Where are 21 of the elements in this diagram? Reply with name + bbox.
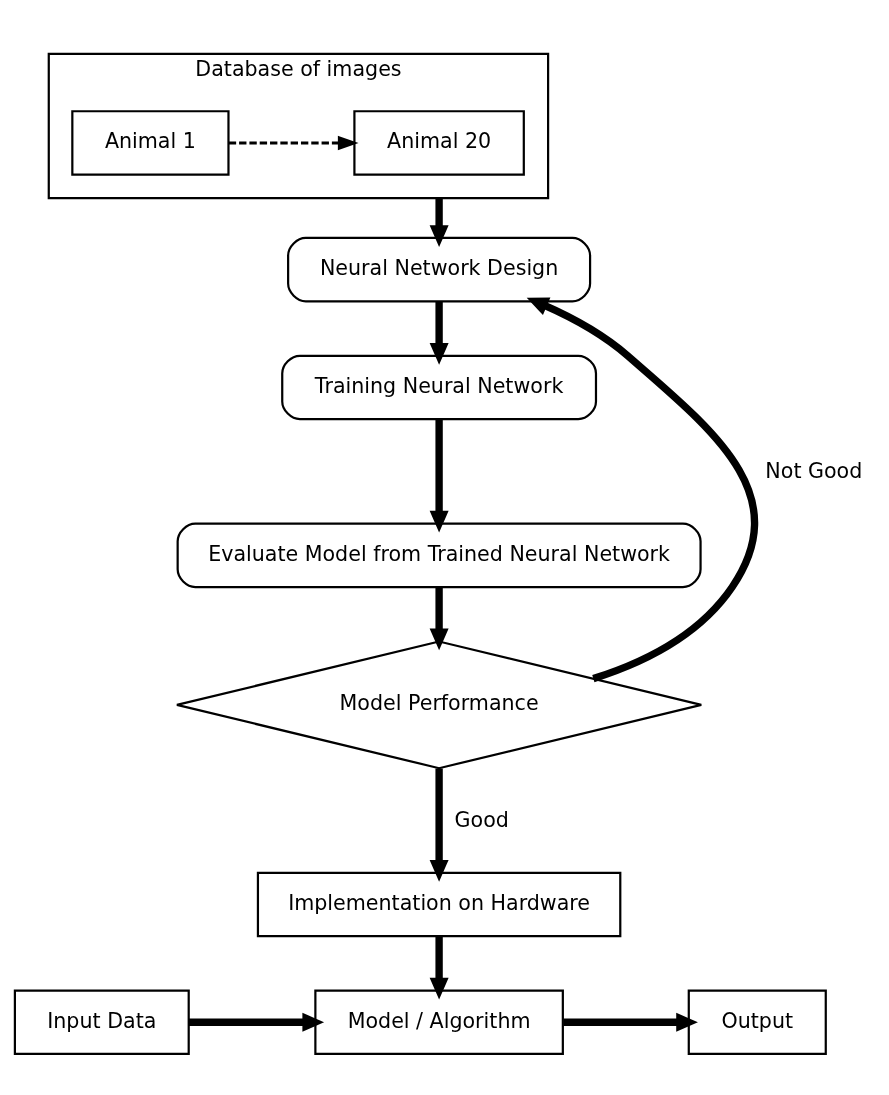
arrow <box>429 936 449 1000</box>
node-box: Implementation on Hardware <box>256 871 621 937</box>
node-box: Animal 1 <box>70 109 230 176</box>
arrow <box>228 135 359 150</box>
node-diamond: Model Performance <box>175 639 702 769</box>
node-box: Training Neural Network <box>280 354 597 420</box>
node-box: Input Data <box>13 989 190 1055</box>
arrow <box>429 418 449 532</box>
arrow <box>188 1012 324 1032</box>
node-box: Neural Network Design <box>286 236 591 302</box>
arrow <box>429 197 449 247</box>
edge-label: Not Good <box>764 458 862 483</box>
arrow <box>526 297 758 682</box>
arrow <box>562 1012 698 1032</box>
node-box: Evaluate Model from Trained Neural Network <box>176 522 702 588</box>
node-box: Animal 20 <box>352 109 525 176</box>
arrow <box>429 301 449 365</box>
edge-label: Good <box>454 807 509 832</box>
arrow <box>429 586 449 650</box>
node-box: Output <box>687 989 827 1055</box>
node-box: Model / Algorithm <box>313 989 564 1055</box>
